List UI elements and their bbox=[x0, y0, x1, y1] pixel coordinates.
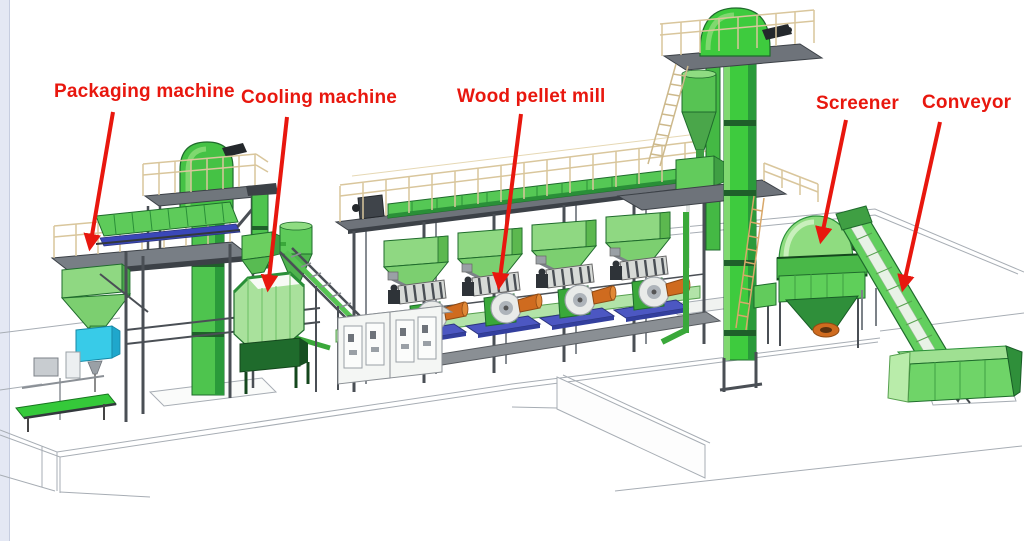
left-margin-band bbox=[0, 0, 10, 541]
tower-ladder-upper bbox=[647, 63, 689, 167]
conveyor-arrow bbox=[897, 121, 942, 293]
annotation-arrows bbox=[83, 111, 942, 293]
packaging-machine-graphic bbox=[15, 141, 321, 432]
label-packaging-machine: Packaging machine bbox=[54, 81, 235, 102]
label-cooling-machine: Cooling machine bbox=[241, 87, 398, 108]
cooling-machine-arrow bbox=[260, 116, 289, 293]
discharge-conveyor-graphic bbox=[835, 205, 1023, 403]
screener-arrow bbox=[815, 119, 848, 245]
tower-ladder-lower bbox=[735, 195, 765, 331]
elevator-tower-graphic bbox=[616, 7, 824, 392]
label-screener: Screener bbox=[816, 93, 899, 114]
wood-pellet-mill-arrow bbox=[491, 113, 523, 291]
label-wood-pellet-mill: Wood pellet mill bbox=[457, 86, 606, 107]
label-conveyor: Conveyor bbox=[922, 92, 1012, 113]
overhead-walkway-graphic bbox=[339, 131, 715, 222]
control-cabinets bbox=[336, 305, 454, 385]
packaging-machine-arrow bbox=[83, 111, 115, 252]
